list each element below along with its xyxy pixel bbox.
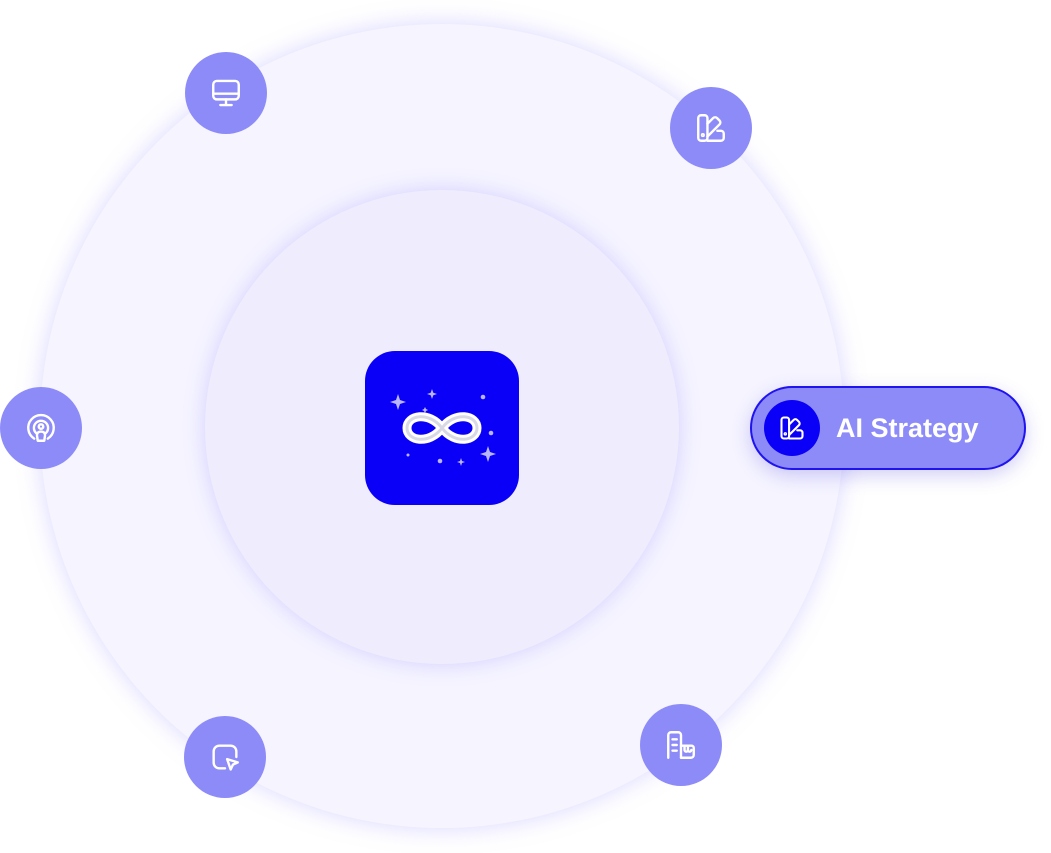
ai-strategy-button[interactable]: AI Strategy — [750, 386, 1026, 470]
monitor-node[interactable] — [185, 52, 267, 134]
ai-strategy-label: AI Strategy — [836, 412, 979, 443]
building-store-icon — [667, 731, 695, 759]
infinity-logo-icon — [365, 351, 519, 505]
swatch-book-icon — [697, 114, 725, 142]
cursor-click-icon — [212, 744, 239, 771]
swatch-book-icon — [780, 416, 804, 440]
cursor-click-node[interactable] — [184, 716, 266, 798]
podcast-node[interactable] — [0, 387, 82, 469]
building-store-node[interactable] — [640, 704, 722, 786]
ai-strategy-icon-badge — [764, 400, 820, 456]
monitor-icon — [212, 79, 240, 107]
swatch-book-node[interactable] — [670, 87, 752, 169]
podcast-icon — [27, 413, 55, 442]
